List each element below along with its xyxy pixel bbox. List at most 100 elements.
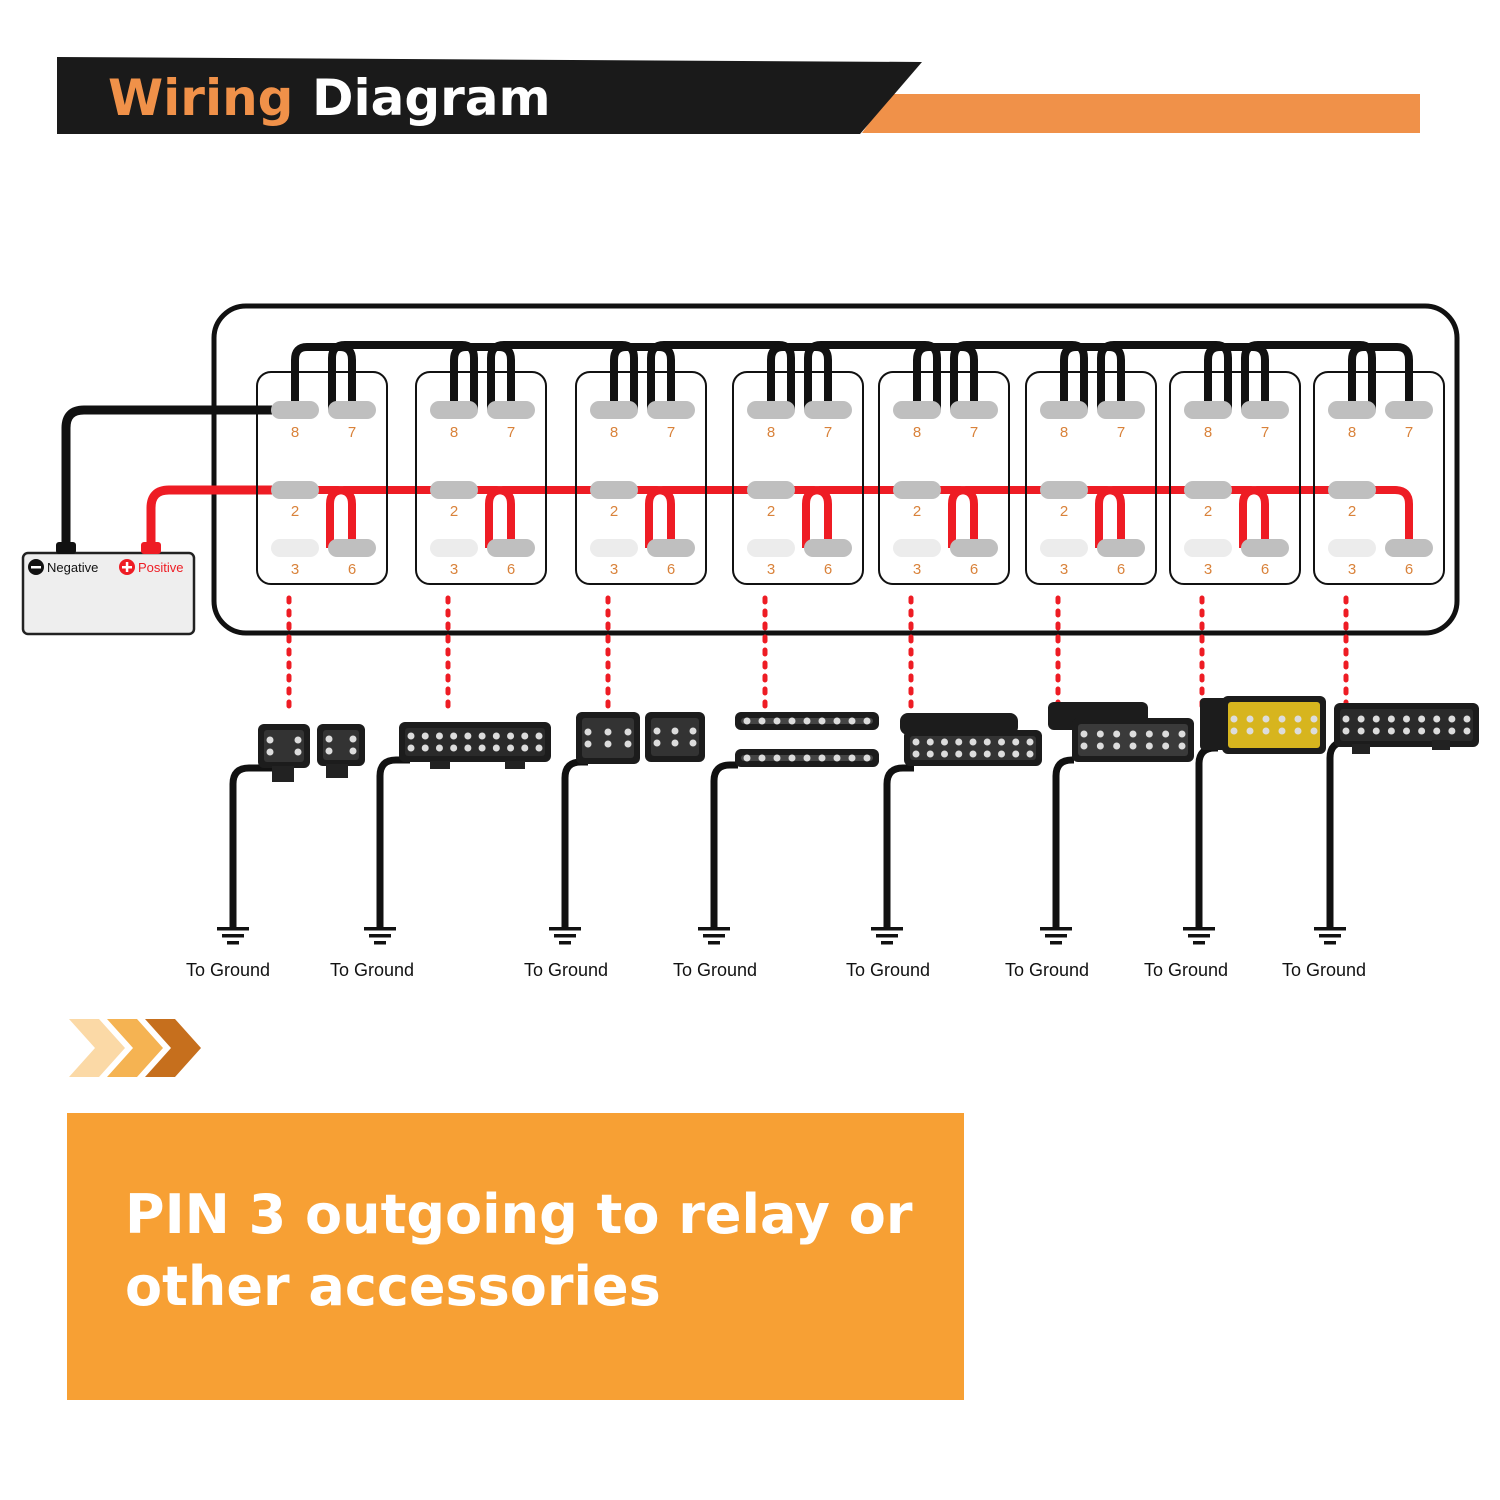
title-word-diagram: Diagram [312, 69, 551, 127]
light-lens [582, 718, 634, 758]
led [833, 754, 841, 762]
pin-6 [1385, 539, 1433, 557]
black-jumper-wire [610, 343, 675, 410]
pin-8-label: 8 [1348, 424, 1356, 441]
led [492, 732, 500, 740]
header-orange-stripe [862, 94, 1420, 133]
led [1145, 742, 1153, 750]
red-jumper-wire [1352, 486, 1413, 548]
led [773, 717, 781, 725]
pin-8 [1184, 401, 1232, 419]
pin-6 [647, 539, 695, 557]
led [421, 732, 429, 740]
led [266, 736, 274, 744]
pin-2 [1040, 481, 1088, 499]
pin-3 [430, 539, 478, 557]
ground-symbol [1314, 927, 1346, 945]
led [1230, 715, 1238, 723]
ground-line-mid [1188, 934, 1210, 938]
led [450, 732, 458, 740]
led [435, 732, 443, 740]
led [1448, 715, 1456, 723]
led [912, 738, 920, 746]
pin-8-label: 8 [450, 424, 458, 441]
led [1403, 727, 1410, 735]
ground-symbol [549, 927, 581, 945]
ground-symbol [698, 927, 730, 945]
battery-body [21, 551, 196, 636]
light-housing [900, 713, 1018, 735]
ground-line-top [217, 927, 249, 931]
ground-line-bottom [1324, 941, 1336, 945]
pin-3 [590, 539, 638, 557]
pin-6-label: 6 [1117, 561, 1125, 578]
switch-outline [1025, 371, 1157, 585]
ground-wire [1052, 756, 1074, 927]
led [818, 754, 826, 762]
pin-8-label: 8 [291, 424, 299, 441]
led [926, 738, 934, 746]
amber-light-bar: To Ground [1144, 696, 1326, 980]
led [507, 732, 515, 740]
led [653, 727, 661, 735]
black-chain-wire [950, 341, 1088, 410]
minus-icon-bar [31, 566, 41, 569]
ground-line-bottom [559, 941, 571, 945]
ground-line-bottom [1050, 941, 1062, 945]
pin-7 [950, 401, 998, 419]
pin-8 [1328, 401, 1376, 419]
svg-text:Wiring Diagram: Wiring Diagram [108, 69, 551, 127]
pin-6-label: 6 [348, 561, 356, 578]
pin-7-label: 7 [667, 424, 675, 441]
pin-7-label: 7 [1117, 424, 1125, 441]
led [1357, 715, 1365, 723]
led [1096, 742, 1104, 750]
black-chain-wire [1241, 341, 1376, 410]
ground-line-mid [554, 934, 576, 938]
pin-6 [1097, 539, 1145, 557]
ground-line-bottom [881, 941, 893, 945]
ground-wire [1195, 744, 1218, 927]
led [1129, 730, 1137, 738]
led [450, 744, 458, 752]
light-bar: To Ground [330, 722, 551, 980]
ground-label: To Ground [186, 960, 270, 980]
chevron-arrow-icon [107, 1019, 163, 1077]
black-jumper-wire [1348, 343, 1413, 410]
led [1387, 727, 1395, 735]
ground-line-top [1314, 927, 1346, 931]
led [653, 739, 661, 747]
led [1178, 730, 1186, 738]
pin-7 [1385, 401, 1433, 419]
pin-8-label: 8 [767, 424, 775, 441]
led [407, 732, 415, 740]
ground-line-bottom [708, 941, 720, 945]
pin-7-label: 7 [970, 424, 978, 441]
led [1372, 727, 1380, 735]
led [1463, 715, 1471, 723]
pin-2 [430, 481, 478, 499]
led [1113, 742, 1121, 750]
chevron-arrow-icon [145, 1019, 201, 1077]
mount [272, 766, 294, 782]
led [1387, 715, 1395, 723]
led [983, 738, 991, 746]
switch-outline [256, 371, 388, 585]
led [325, 735, 333, 743]
pin-6 [804, 539, 852, 557]
black-chain-wire [804, 341, 941, 410]
led [1448, 727, 1456, 735]
mount [1432, 740, 1450, 750]
led [941, 738, 948, 746]
pin-2-label: 2 [1060, 503, 1068, 520]
ground-wire [376, 756, 410, 927]
led [1278, 727, 1286, 735]
red-chain-wire [326, 486, 454, 548]
pin-6 [487, 539, 535, 557]
pin-2-label: 2 [450, 503, 458, 520]
